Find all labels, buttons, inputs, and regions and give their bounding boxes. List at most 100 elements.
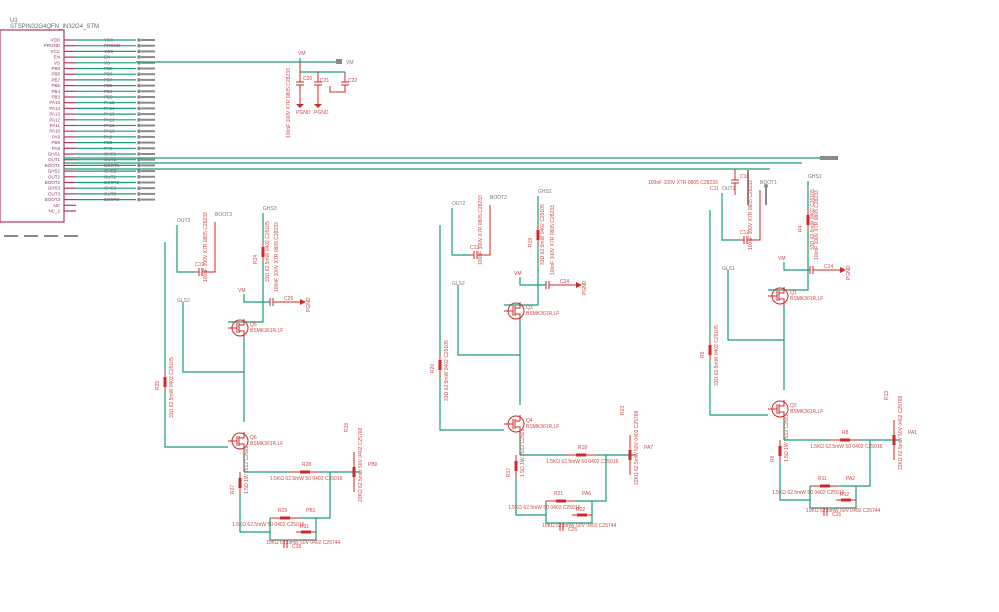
boot-cap-ref: C13 — [470, 245, 479, 251]
vm-cap-val: 100nF 100V X7R 0805 C28233 — [274, 222, 280, 292]
ic-pin-label-left: NC — [54, 203, 61, 208]
ic-pin-label-left: NC_2 — [48, 209, 60, 214]
ic-pin-label-left: BOOT1 — [45, 163, 61, 168]
rls-ref: R20 — [430, 364, 436, 373]
ic-pin-label-left: BOOT3 — [45, 197, 61, 202]
vm-cap-ref: C14 — [824, 264, 833, 270]
vm-label: VM — [778, 256, 786, 262]
gls-gate-wire — [709, 360, 768, 416]
ic-pin-label-left: VCC — [50, 49, 60, 54]
rsense2-val: 1.5KΩ 62.5mW 50 0402 C25016 — [772, 490, 845, 496]
rdiv-body — [892, 435, 896, 445]
ic-pin-label-left: PB8 — [51, 66, 60, 71]
vm-label: VM — [514, 271, 522, 277]
ic-ref: U1 — [10, 18, 18, 24]
cap-c21 — [314, 72, 322, 104]
net-node — [137, 146, 141, 151]
vm-cap-ref: C24 — [560, 279, 569, 285]
pin2-label: PA2 — [846, 476, 855, 482]
net-node — [137, 140, 141, 145]
rhs-body — [261, 247, 265, 257]
boot-wire — [176, 225, 195, 273]
rdiv-body — [628, 450, 632, 460]
pgnd-label: PGND — [846, 265, 852, 280]
rsense2-ref: R11 — [818, 476, 827, 482]
filt-cap — [283, 540, 288, 548]
cap-c20-ref: C20 — [303, 76, 312, 82]
net-node — [137, 49, 141, 54]
boot-cap-val: 100nF 100V X7R 0805 C28233 — [748, 180, 754, 250]
ic-pin-label-left: PA14 — [49, 106, 60, 111]
rsense1-body — [300, 470, 310, 474]
net-node — [137, 186, 141, 190]
boot-cap — [470, 205, 491, 259]
ic-pin-label-left: PA13 — [49, 112, 60, 117]
net-node — [137, 89, 141, 94]
net-stubs: VCCPRGNDVCCENVSPB8PB6PB7PB5PB4PB3PA15PA1… — [76, 38, 155, 202]
ghs-gate-wire — [504, 245, 539, 306]
out-label: OUT3 — [177, 218, 191, 224]
cap-label: 100nF 100V X7R 0805 C28233 — [286, 68, 292, 138]
ic-pin-label-left: PA12 — [49, 117, 60, 122]
filt-cap-ref: C15 — [832, 512, 841, 518]
pgnd-arrow — [300, 299, 306, 305]
rdiv-ref: R13 — [884, 391, 890, 400]
rfb-ref: R22 — [576, 507, 585, 513]
ic-value: STSPIN32G4QFN_IN32G4_STM — [10, 24, 99, 30]
gls-label: GLS2 — [452, 281, 465, 287]
phase-node — [182, 302, 245, 422]
boot-cap-ref: C19 — [195, 262, 204, 268]
rfb-body — [841, 498, 851, 502]
rsense2-ref: R29 — [278, 508, 287, 514]
vm-top-label: VM — [298, 51, 306, 57]
rdiv-body — [352, 467, 356, 477]
net-node — [137, 78, 141, 82]
net-node — [137, 72, 141, 76]
filt-cap — [559, 523, 564, 531]
q-hs-val: BSMK361R,LF — [790, 296, 823, 302]
vm-wire — [783, 262, 810, 271]
rsense2-body — [280, 516, 290, 520]
fb-out — [592, 455, 607, 502]
fb-loop — [809, 485, 857, 509]
shunt-val: 1.5Ω 1W 2512 C2501 — [244, 446, 250, 494]
ghs-label: GHS3 — [263, 206, 277, 212]
pgnd-label: PGND — [582, 280, 588, 295]
rfb-ref: R31 — [300, 524, 309, 530]
ic-pin-label-left: OUT1 — [48, 157, 60, 162]
rdiv-ref: R23 — [620, 406, 626, 415]
vm-cap-val: 100nF 100V X7R 0805 C28233 — [550, 205, 556, 275]
rsense1-ref: R28 — [302, 462, 311, 468]
bus-cap-label: 100nF 100V X7R 0805 C28233 — [648, 180, 718, 186]
net-node — [137, 106, 141, 111]
shunt-ref: R6 — [770, 455, 776, 462]
vm-cap — [809, 266, 840, 274]
q-hs-val: BSMK361R,LF — [526, 311, 559, 317]
ic-u1: U1 STSPIN32G4QFN_IN32G4_STM VDDPRGNDVCCE… — [0, 18, 99, 223]
vm-cap-val: 100nF 100V X7R 0805 C28233 — [814, 190, 820, 260]
ic-pin-label-left: PA11 — [50, 123, 61, 128]
vm-label: VM — [346, 60, 354, 66]
ic-pin-label-left: PB3 — [51, 95, 60, 100]
q-ls-pins — [768, 400, 785, 418]
ghs-gate-wire — [228, 262, 264, 323]
shunt-wire — [239, 494, 270, 533]
bus-connector — [820, 156, 838, 160]
q-ls-val: BSMK361R,LF — [790, 409, 823, 415]
q-ls-val: BSMK361R,LF — [526, 424, 559, 430]
rsense1-body — [576, 453, 586, 457]
ic-pin-label-left: GHS3 — [48, 186, 61, 191]
ic-pin-label-left: PA9 — [52, 134, 61, 139]
shunt-val: 1.5Ω 1W 2512 C2501 — [784, 414, 790, 462]
q-ls-val: BSMK361R,LF — [250, 441, 283, 447]
fb-out — [316, 472, 331, 519]
ic-pin-label-left: PB7 — [51, 77, 60, 82]
ic-pin-label-left: PB5 — [51, 83, 60, 88]
q-ls-ref: Q4 — [526, 418, 533, 424]
rsense2-body — [820, 484, 830, 488]
net-node — [137, 175, 141, 179]
